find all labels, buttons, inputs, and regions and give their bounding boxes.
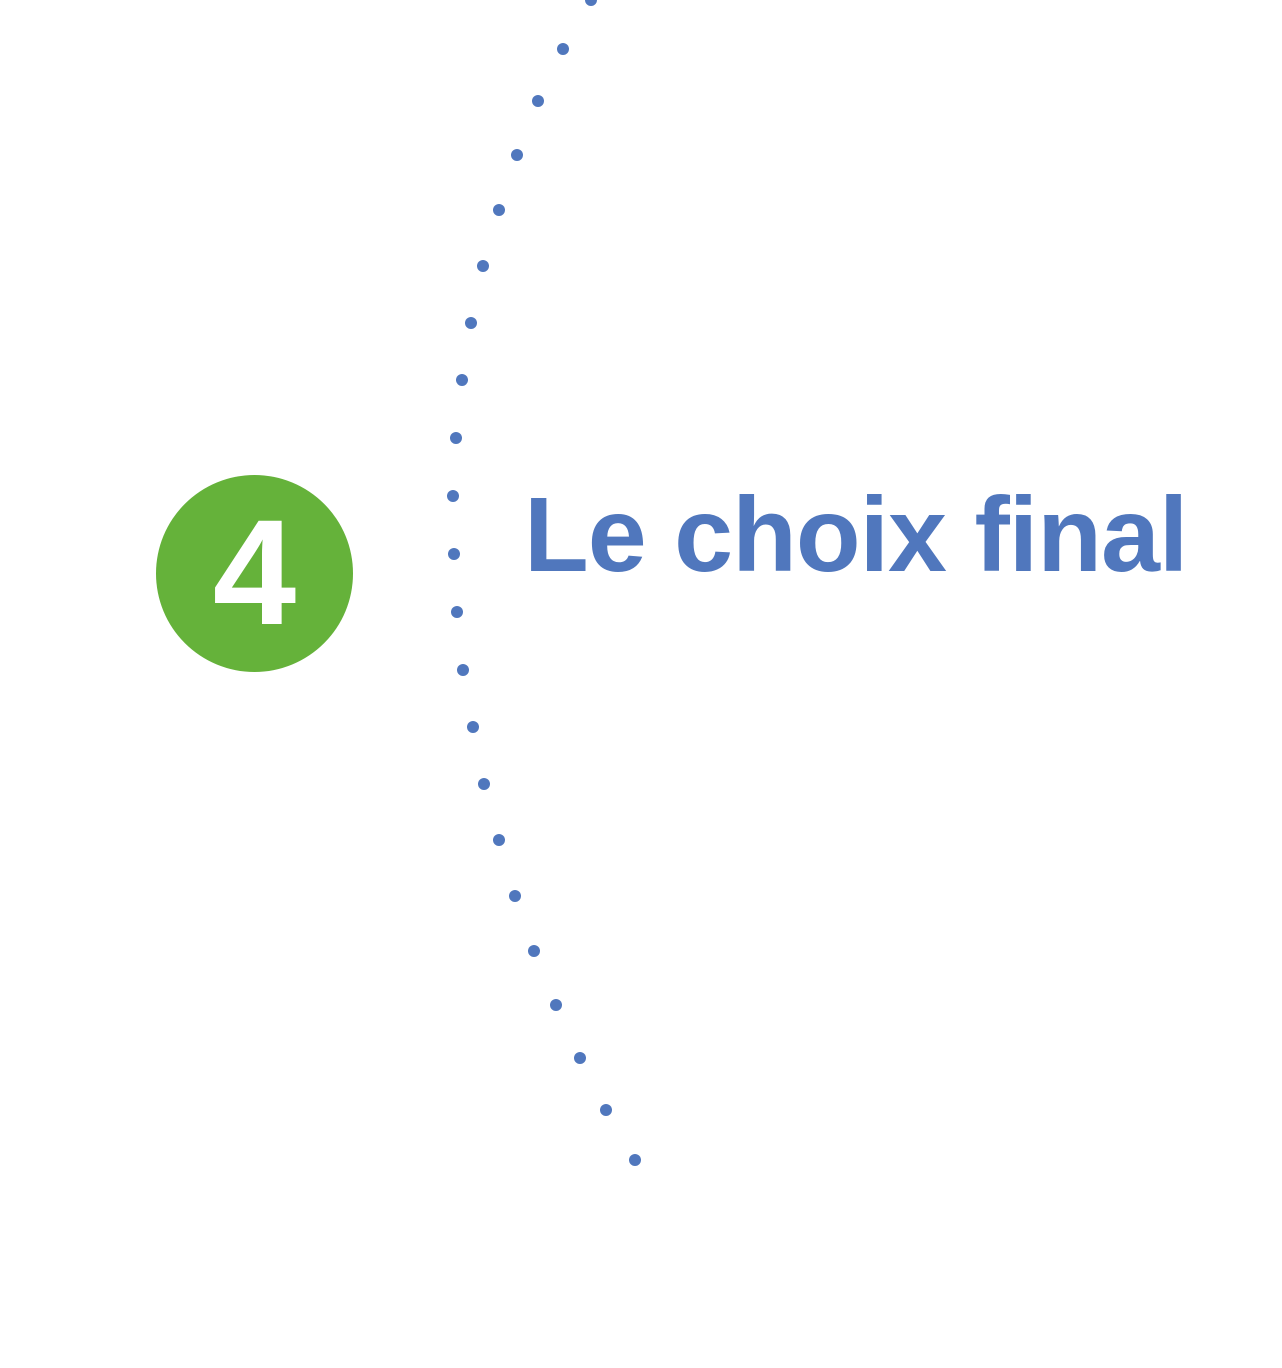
arc-dot <box>629 1154 641 1166</box>
arc-dot <box>493 834 505 846</box>
section-title: Le choix final <box>524 476 1188 594</box>
arc-dot <box>600 1104 612 1116</box>
arc-dot <box>550 999 562 1011</box>
arc-dot <box>451 606 463 618</box>
arc-dot <box>465 317 477 329</box>
arc-dot <box>467 721 479 733</box>
arc-dot <box>478 778 490 790</box>
arc-dot <box>574 1052 586 1064</box>
arc-dot <box>456 374 468 386</box>
arc-dot <box>532 95 544 107</box>
arc-dot <box>528 945 540 957</box>
arc-dot <box>450 432 462 444</box>
section-number-badge: 4 <box>156 475 353 672</box>
arc-dot <box>448 548 460 560</box>
arc-dot <box>509 890 521 902</box>
arc-dot <box>511 149 523 161</box>
arc-dot <box>477 260 489 272</box>
arc-dot <box>493 204 505 216</box>
section-number: 4 <box>212 487 297 656</box>
arc-dot <box>557 43 569 55</box>
arc-dot <box>457 664 469 676</box>
arc-dot <box>585 0 597 6</box>
arc-dot <box>447 490 459 502</box>
